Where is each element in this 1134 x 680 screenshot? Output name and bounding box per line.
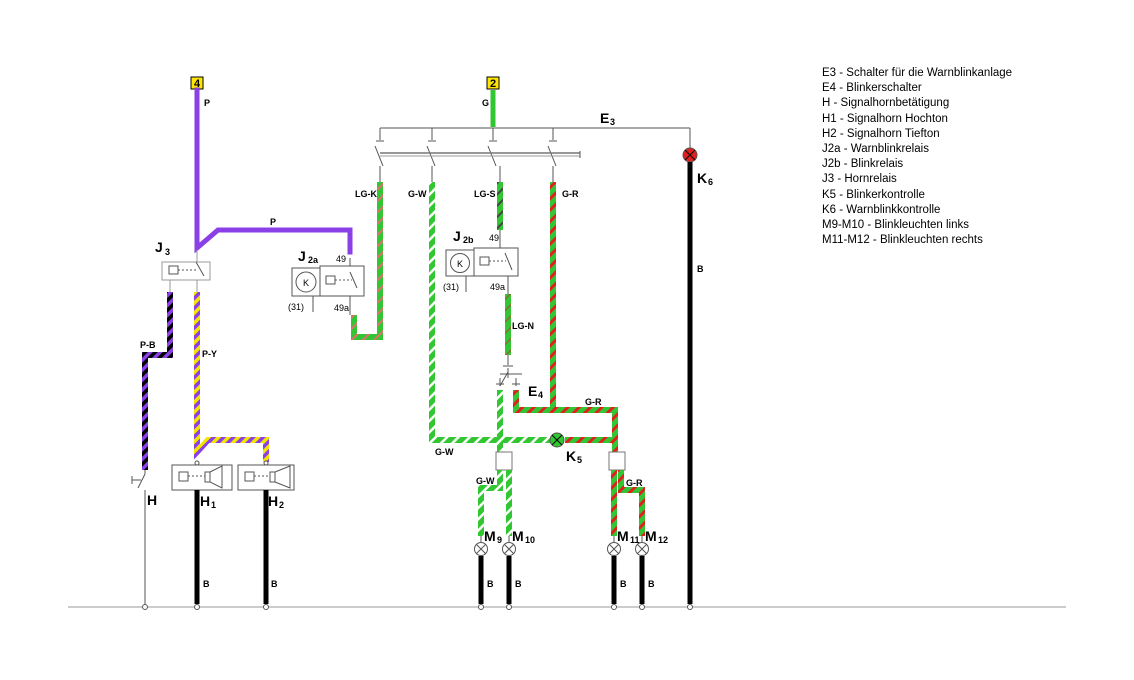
ground-points [478,604,645,610]
j2a-pin-31: (31) [288,302,304,312]
j2a-relay-letter: K [303,278,309,288]
wire-label-lg-s: LG-S [474,189,496,199]
bulb-m11 [607,536,621,556]
wire-p-feed [194,87,353,255]
m12-label: M [645,528,657,544]
k6-label: K [697,170,707,186]
wire-p-b [142,292,173,470]
wire-label-b-m10: B [515,579,522,589]
lamp-k6 [682,147,698,163]
h-label: H [147,492,157,508]
wire-label-b-m9: B [487,579,494,589]
wire-g-r-e4 [513,390,618,452]
legend-item: H - Signalhornbetätigung [822,97,950,110]
wire-label-b-h2: B [271,579,278,589]
wire-p-y [194,292,269,462]
wire-label-p-b: P-B [140,340,156,350]
legend-item: M11-M12 - Blinkleuchten rechts [822,234,983,247]
j2b-sub: 2b [463,235,474,245]
j3-label: J [155,239,163,255]
wire-label-p-top: P [204,98,210,108]
e4-label: E [528,383,537,399]
m12-sub: 12 [658,535,668,545]
e4-sub: 4 [538,390,543,400]
lamp-k5 [549,432,565,448]
wire-label-b-k6: B [697,264,704,274]
m11-label: M [617,528,629,544]
wire-label-g-r-branch: G-R [626,478,643,488]
j2b-label: J [453,228,461,244]
bulb-m10 [502,536,516,556]
m9-label: M [484,528,496,544]
wire-g-w-main [429,182,550,443]
ground-wires-bulbs [478,556,645,604]
e3-sub: 3 [610,117,615,127]
j2a-sub: 2a [308,255,319,265]
k6-sub: 6 [708,177,713,187]
wire-label-g-r-top: G-R [562,189,579,199]
legend-item: J2a - Warnblinkrelais [822,143,929,156]
wire-label-g-w-bottom: G-W [435,447,454,457]
j2a-label: J [298,248,306,264]
wire-label-g-r-mid: G-R [585,397,602,407]
wire-label-lg-n: LG-N [512,321,534,331]
relay-j2a [291,258,365,315]
j2b-pin-49a: 49a [490,282,505,292]
wire-g-r-m12 [618,470,645,536]
legend-item: K6 - Warnblinkkontrolle [822,203,941,216]
j2a-pin-49a: 49a [334,303,349,313]
relay-j2b [445,230,519,294]
legend-item: H1 - Signalhorn Hochton [822,112,948,125]
m11-sub: 11 [630,535,640,545]
wire-label-b-m11: B [620,579,627,589]
k5-label: K [566,448,576,464]
wire-label-p-y: P-Y [202,349,217,359]
j2b-relay-letter: K [457,259,463,269]
wire-label-lg-k: LG-K [355,189,377,199]
legend-item: M9-M10 - Blinkleuchten links [822,219,970,232]
j3-sub: 3 [165,247,170,257]
wire-label-g: G [482,98,489,108]
j2b-pin-31: (31) [443,282,459,292]
horn-h2 [237,460,295,491]
m10-label: M [512,528,524,544]
wire-lg-k [351,182,383,340]
relay-j3 [161,250,211,292]
legend-item: J3 - Hornrelais [822,173,897,186]
legend-item: K5 - Blinkerkontrolle [822,188,925,201]
switch-e4 [496,355,522,387]
component-legend: E3 - Schalter für die Warnblinkanlage E4… [822,66,1012,248]
wire-label-p-mid: P [270,217,276,227]
h2-sub: 2 [279,500,284,510]
legend-item: E3 - Schalter für die Warnblinkanlage [822,67,1013,79]
terminal-2-label: 2 [490,78,496,90]
wire-label-g-w-branch: G-W [476,476,495,486]
h1-sub: 1 [211,500,216,510]
connector-right [608,451,626,471]
k5-sub: 5 [577,455,582,465]
terminal-2-box: 2 [486,76,500,90]
bulb-m9 [474,536,488,556]
e3-label: E [600,110,609,126]
wire-g-w-m9 [478,470,503,536]
legend-item: J2b - Blinkrelais [822,158,904,171]
legend-item: H2 - Signalhorn Tiefton [822,127,940,140]
h2-label: H [268,493,278,509]
horn-button-h [131,470,148,610]
wire-label-b-m12: B [648,579,655,589]
m9-sub: 9 [497,535,502,545]
j2a-pin-49: 49 [336,254,346,264]
m10-sub: 10 [525,535,535,545]
wire-label-b-h1: B [203,579,210,589]
j2b-pin-49: 49 [489,233,499,243]
wire-label-g-w-top: G-W [408,189,427,199]
bulb-m12 [635,536,649,556]
horn-h1 [171,460,233,491]
legend-item: E4 - Blinkerschalter [822,82,922,95]
terminal-4-label: 4 [194,78,201,90]
h1-label: H [200,493,210,509]
switch-e3 [374,127,691,182]
connector-left [495,451,513,471]
